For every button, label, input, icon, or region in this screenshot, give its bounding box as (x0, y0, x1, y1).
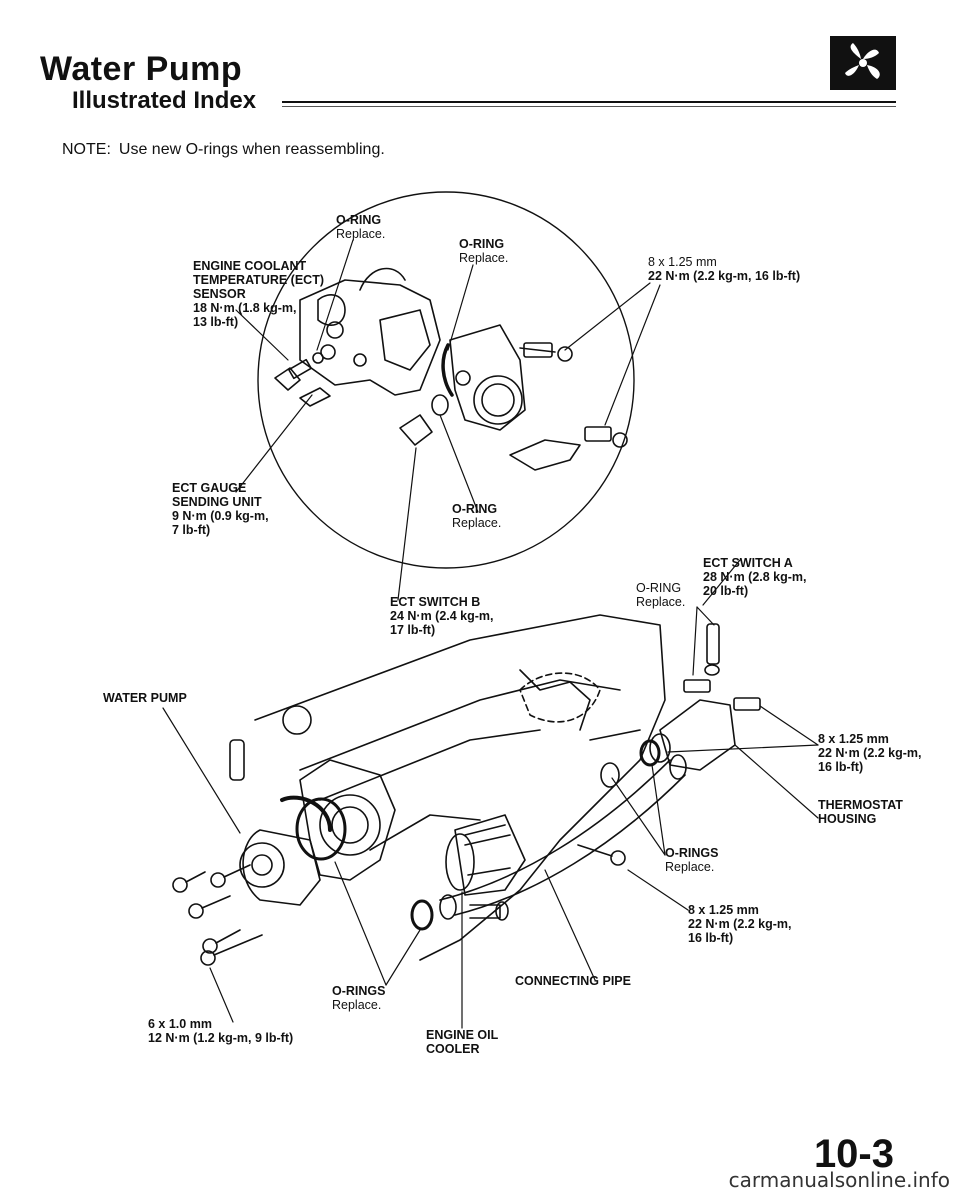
label-oring-center: O-RING Replace. (452, 502, 501, 530)
leader-lines-detail (235, 239, 661, 601)
cooling-fan-icon (830, 36, 896, 90)
label-water-pump: WATER PUMP (103, 691, 187, 705)
note-text: Use new O-rings when reassembling. (118, 141, 385, 158)
header-rule (282, 101, 896, 103)
bracket (509, 439, 581, 471)
thermostat-line-1: THERMOSTAT (818, 798, 903, 812)
bolt-torque: 22 N·m (2.2 kg-m, 16 lb-ft) (648, 269, 801, 283)
section-subtitle: Illustrated Index (72, 87, 257, 114)
ect-gauge-line-3: 9 N·m (0.9 kg-m, (172, 509, 269, 523)
orings-note: Replace. (332, 998, 382, 1012)
ect-gauge-line-2: SENDING UNIT (172, 495, 262, 509)
oring-name: O-RING (336, 213, 382, 227)
ect-sensor-line-4: 18 N·m (1.8 kg-m, (193, 301, 297, 315)
oring-note: Replace. (452, 516, 502, 530)
thermostat-housing-lower (600, 623, 761, 788)
label-oring-top-left: O-RING Replace. (336, 213, 385, 241)
watermark: carmanualsonline.info (728, 1168, 950, 1192)
header-rule-thin (282, 106, 896, 107)
oil-cooler-part (445, 814, 526, 896)
fan-glyph (845, 43, 880, 79)
ect-switch-b-part (399, 394, 449, 446)
engine-block (254, 614, 666, 961)
oil-cooler-line-2: COOLER (426, 1042, 480, 1056)
page-title: Water Pump (40, 50, 243, 88)
ect-sensor-line-1: ENGINE COOLANT (193, 259, 307, 273)
orings-name: O-RINGS (665, 846, 719, 860)
ect-sensor-line-3: SENSOR (193, 287, 246, 301)
oring-note: Replace. (336, 227, 386, 241)
oring-note: Replace. (636, 595, 686, 609)
bolt-size: 8 x 1.25 mm (648, 255, 717, 269)
orings-note: Replace. (665, 860, 715, 874)
connecting-pipe-name: CONNECTING PIPE (515, 974, 631, 988)
label-bolt-right-1: 8 x 1.25 mm 22 N·m (2.2 kg-m, 16 lb-ft) (818, 732, 922, 774)
note: NOTE: Use new O-rings when reassembling. (62, 141, 385, 159)
water-pump-part (229, 705, 396, 906)
label-connecting-pipe: CONNECTING PIPE (515, 974, 631, 988)
ect-gauge-line-4: 7 lb-ft) (172, 523, 211, 537)
bolts-pump (172, 844, 626, 966)
label-bolt-right-2: 8 x 1.25 mm 22 N·m (2.2 kg-m, 16 lb-ft) (688, 903, 792, 945)
oring-note: Replace. (459, 251, 509, 265)
ect-sensor-parts (274, 344, 336, 407)
leader-lines-lower (162, 559, 819, 1029)
label-ect-gauge: ECT GAUGE SENDING UNIT 9 N·m (0.9 kg-m, … (172, 481, 269, 537)
ect-sensor-line-2: TEMPERATURE (ECT) (193, 273, 325, 287)
label-ect-sensor: ENGINE COOLANT TEMPERATURE (ECT) SENSOR … (193, 259, 324, 329)
orings-name: O-RINGS (332, 984, 386, 998)
oring-name: O-RING (459, 237, 505, 251)
water-outlet-elbow (441, 324, 526, 431)
bolt-size: 8 x 1.25 mm (818, 732, 889, 746)
bolt-torque: 22 N·m (2.2 kg-m, (818, 746, 922, 760)
ect-sensor-line-5: 13 lb-ft) (193, 315, 239, 329)
bolt-torque-ft: 16 lb-ft) (688, 931, 734, 945)
ect-switch-b-line-2: 24 N·m (2.4 kg-m, (390, 609, 494, 623)
oil-cooler-line-1: ENGINE OIL (426, 1028, 499, 1042)
bolt-torque-ft: 16 lb-ft) (818, 760, 864, 774)
ect-switch-b-line-1: ECT SWITCH B (390, 595, 481, 609)
label-ect-switch-a: ECT SWITCH A 28 N·m (2.8 kg-m, 20 lb-ft) (703, 556, 807, 598)
ect-switch-b-line-3: 17 lb-ft) (390, 623, 436, 637)
label-oil-cooler: ENGINE OIL COOLER (426, 1028, 498, 1056)
ect-switch-a-line-1: ECT SWITCH A (703, 556, 793, 570)
bolt-size: 6 x 1.0 mm (148, 1017, 212, 1031)
ect-gauge-line-1: ECT GAUGE (172, 481, 247, 495)
ect-switch-a-line-2: 28 N·m (2.8 kg-m, (703, 570, 807, 584)
ect-switch-a-line-3: 20 lb-ft) (703, 584, 749, 598)
oring-name: O-RING (452, 502, 498, 516)
bolt-torque: 22 N·m (2.2 kg-m, (688, 917, 792, 931)
label-thermostat-housing: THERMOSTAT HOUSING (818, 798, 903, 826)
label-oring-right: O-RING Replace. (636, 581, 685, 609)
o-rings (295, 739, 661, 931)
bolt-size: 8 x 1.25 mm (688, 903, 759, 917)
label-ect-switch-b: ECT SWITCH B 24 N·m (2.4 kg-m, 17 lb-ft) (390, 595, 494, 637)
bolts-top-detail (519, 342, 628, 448)
label-orings-right: O-RINGS Replace. (665, 846, 718, 874)
label-bolt-bottom-left: 6 x 1.0 mm 12 N·m (1.2 kg-m, 9 lb-ft) (148, 1017, 293, 1045)
label-oring-top-mid: O-RING Replace. (459, 237, 508, 265)
page-number: 10-3 (813, 1132, 894, 1176)
label-bolt-top-right: 8 x 1.25 mm 22 N·m (2.2 kg-m, 16 lb-ft) (648, 255, 800, 283)
oring-name: O-RING (636, 581, 682, 595)
note-label: NOTE: (62, 141, 111, 158)
detail-circle (257, 191, 635, 569)
bolt-torque: 12 N·m (1.2 kg-m, 9 lb-ft) (148, 1031, 294, 1045)
thermostat-line-2: HOUSING (818, 812, 877, 826)
label-orings-bottom: O-RINGS Replace. (332, 984, 385, 1012)
water-pump-name: WATER PUMP (103, 691, 187, 705)
